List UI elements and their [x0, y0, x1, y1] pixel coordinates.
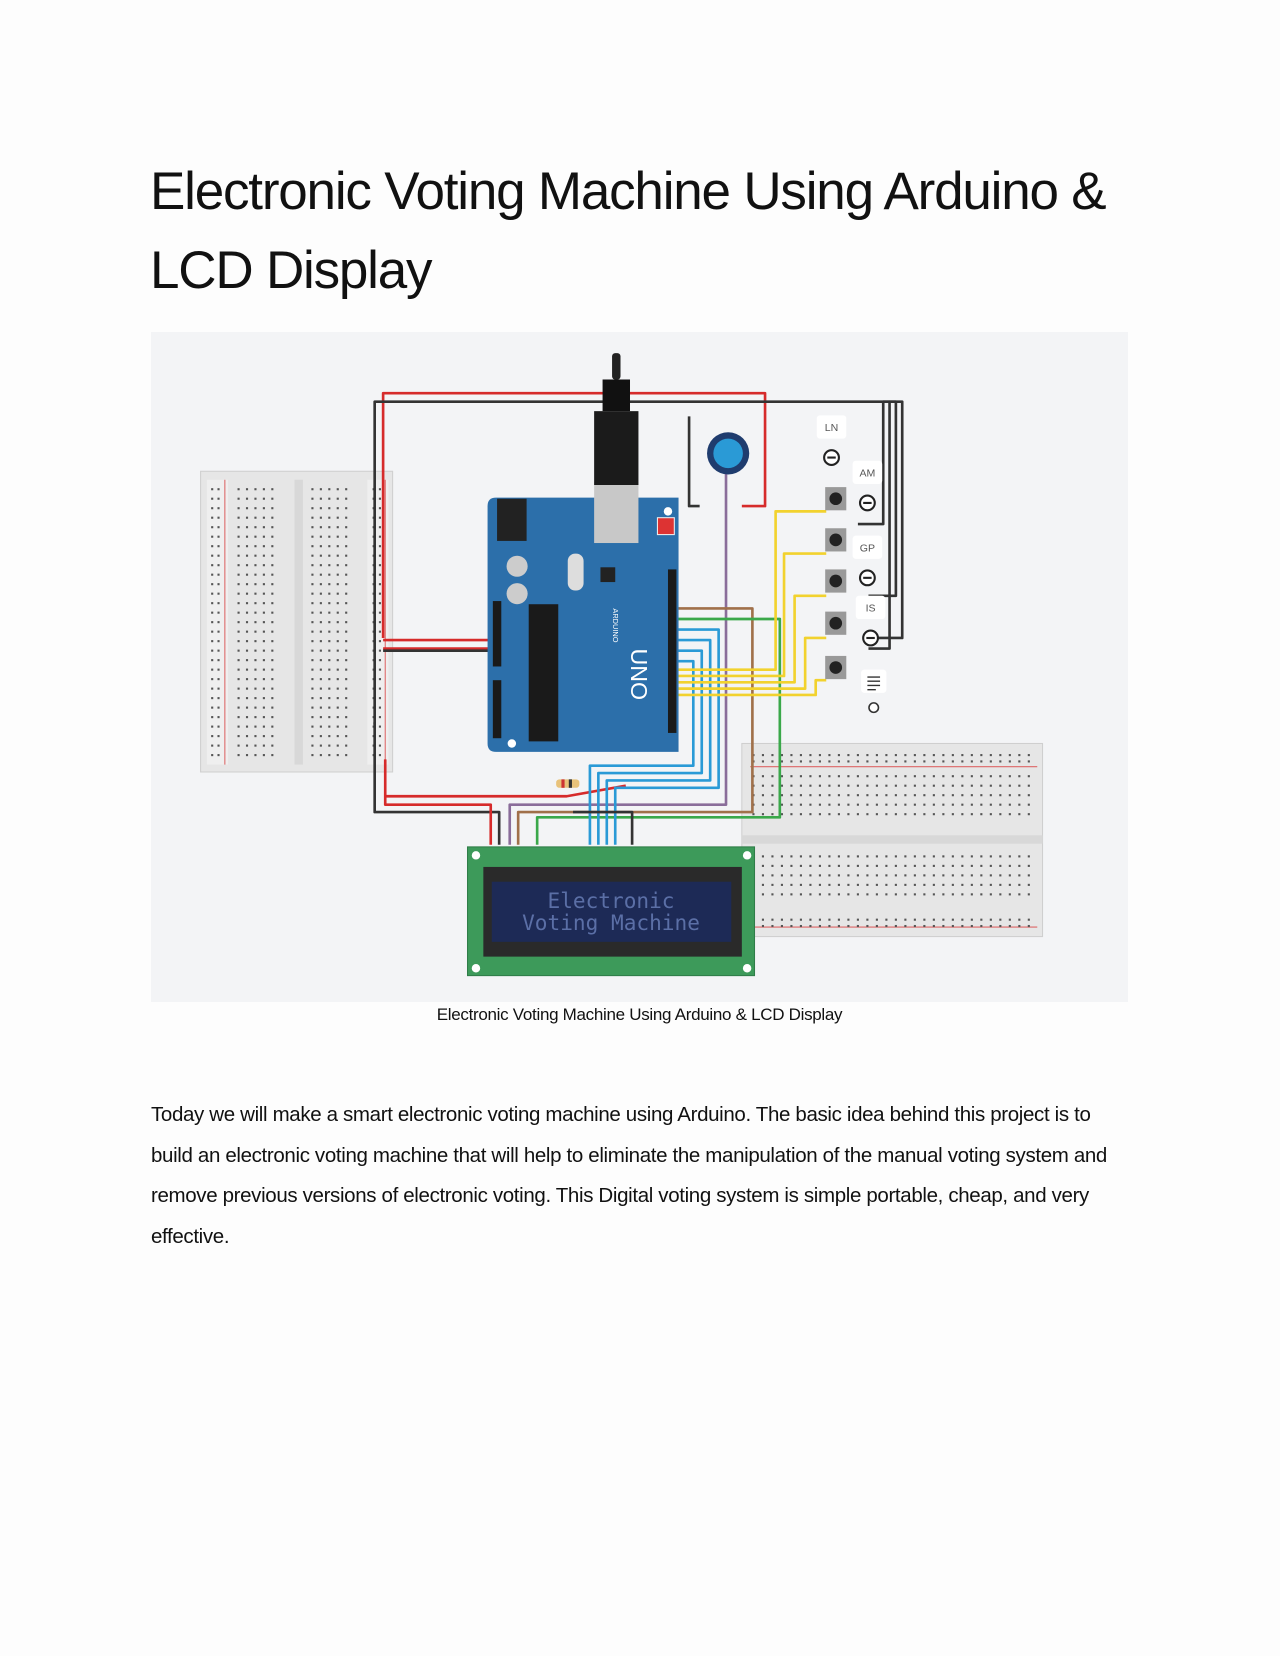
label-ln: LN: [816, 415, 847, 439]
svg-text:AM: AM: [859, 468, 875, 480]
right-breadboard: [741, 742, 1044, 938]
svg-text:IS: IS: [866, 603, 876, 615]
arduino-label: ARDUINO: [611, 608, 620, 642]
lcd-line-1: Electronic: [548, 888, 675, 913]
svg-text:GP: GP: [860, 542, 875, 554]
minus-icons: [823, 449, 880, 647]
lcd-display: Electronic Voting Machine: [466, 846, 756, 977]
potentiometer: [707, 432, 750, 475]
menu-icon: [861, 669, 887, 714]
body-paragraph: Today we will make a smart electronic vo…: [151, 1103, 1107, 1248]
svg-text:LN: LN: [825, 422, 838, 434]
push-buttons: [825, 487, 847, 680]
label-gp: GP: [852, 535, 883, 559]
usb-cable: [594, 353, 639, 485]
label-is: IS: [855, 595, 886, 619]
uno-label: UNO: [626, 649, 652, 701]
page-title: Electronic Voting Machine Using Arduino …: [150, 162, 1107, 300]
label-am: AM: [852, 460, 883, 484]
circuit-diagram: UNO ARDUINO LN AM GP IS Electronic Votin…: [200, 353, 1044, 977]
figure-caption: Electronic Voting Machine Using Arduino …: [436, 1005, 843, 1024]
lcd-line-2: Voting Machine: [522, 910, 700, 935]
left-breadboard: [200, 470, 394, 773]
arduino-uno-board: UNO ARDUINO: [487, 481, 679, 752]
circuit-figure: UNO ARDUINO LN AM GP IS Electronic Votin…: [151, 332, 1128, 1002]
resistor: [556, 779, 580, 788]
